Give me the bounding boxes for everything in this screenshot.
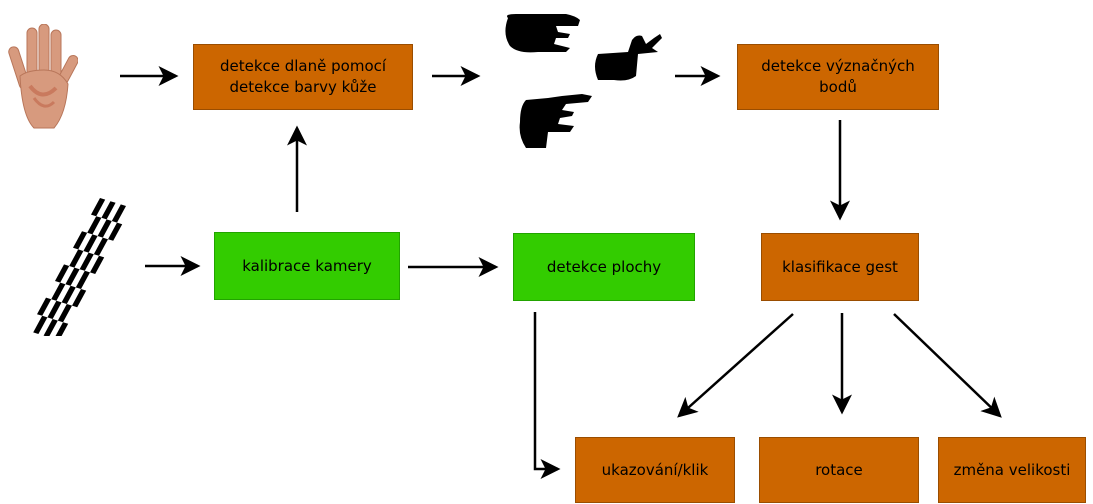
plane-detection-box: detekce plochy [513,233,695,301]
keypoint-detection-label: detekce význačných bodů [761,57,915,96]
resize-box: změna velikosti [938,437,1086,503]
camera-calibration-label: kalibrace kamery [242,256,372,275]
pointing-click-box: ukazování/klik [575,437,735,503]
palm-detection-box: detekce dlaně pomocí detekce barvy kůže [193,44,413,110]
keypoint-detection-box: detekce význačných bodů [737,44,939,110]
hand-photo [8,24,78,129]
arrow-classification-to-resize [893,313,1002,418]
plane-detection-label: detekce plochy [546,257,662,276]
gesture-classification-box: klasifikace gest [761,233,919,301]
checkerboard-pattern [33,198,126,336]
rotation-label: rotace [815,460,863,479]
pointing-click-label: ukazování/klik [601,460,709,479]
resize-label: změna velikosti [953,460,1071,479]
rotation-box: rotace [759,437,919,503]
arrow-classification-to-pointing [677,313,794,418]
gesture-classification-label: klasifikace gest [782,257,898,276]
palm-detection-label: detekce dlaně pomocí detekce barvy kůže [219,57,387,96]
hand-silhouettes [505,14,662,148]
arrow-plane-to-pointing [533,312,561,479]
camera-calibration-box: kalibrace kamery [214,232,400,300]
